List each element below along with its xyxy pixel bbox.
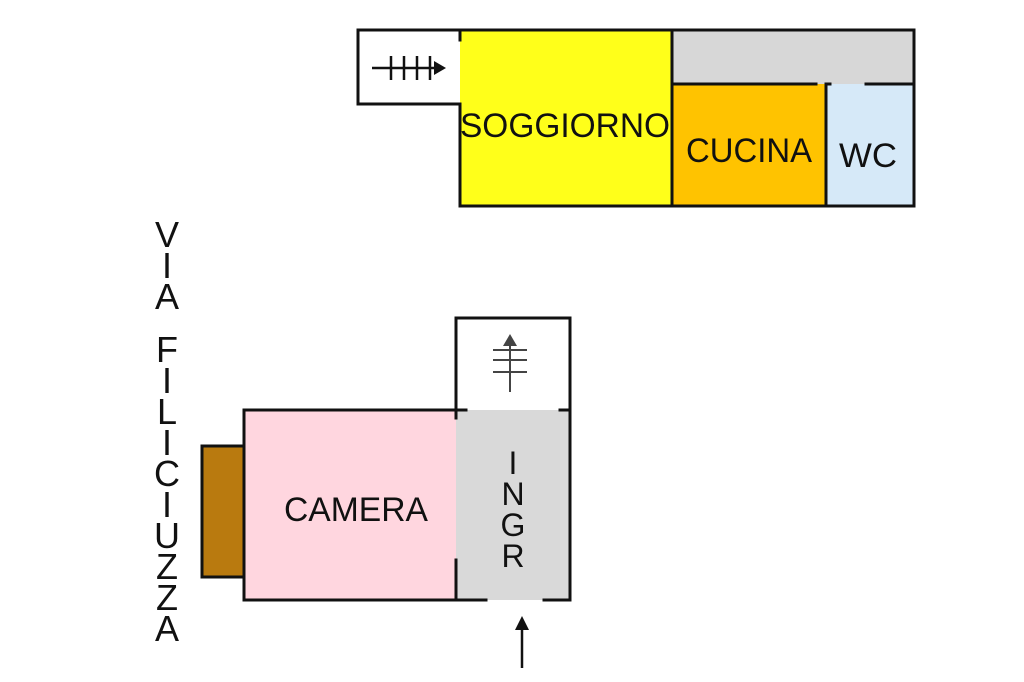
room-camera[interactable] [244,410,456,600]
ground-walls [200,316,572,602]
street-label-letter: A [155,608,179,649]
upper-stairs-arrow-icon [372,56,446,80]
room-cucina[interactable] [672,84,826,206]
balcony [202,446,244,577]
street-label-letter: L [157,391,177,432]
label-cucina: CUCINA [686,132,812,170]
street-label-letter: U [154,515,180,556]
street-label-letter: C [154,453,180,494]
ingresso-label-letter: R [501,538,524,574]
ground-stair-box [456,318,570,410]
street-label-letter: V [155,214,179,255]
label-camera: CAMERA [284,491,428,529]
street-label-letter: I [162,422,172,463]
ingresso-label-letter: G [501,507,526,543]
corridor [672,30,914,84]
upper-walls [356,28,916,208]
label-wc: WC [839,137,897,175]
street-label-letter: A [155,276,179,317]
ingresso-label-letter: I [509,445,518,481]
street-label-letter: Z [156,577,178,618]
street-label-letter: F [156,329,178,370]
ingresso-label-letter: N [501,476,524,512]
room-soggiorno[interactable] [460,30,672,206]
entry-arrow-icon [515,616,529,668]
room-ingresso[interactable] [456,410,570,600]
ground-stairs-arrow-icon [493,334,527,392]
room-wc[interactable] [826,84,914,206]
label-soggiorno: SOGGIORNO [460,107,670,145]
street-label-letter: I [162,245,172,286]
street-label-letter: I [162,360,172,401]
street-label-letter: Z [156,546,178,587]
street-label-letter: I [162,484,172,525]
upper-floor: SOGGIORNO CUCINA WC [356,28,916,208]
